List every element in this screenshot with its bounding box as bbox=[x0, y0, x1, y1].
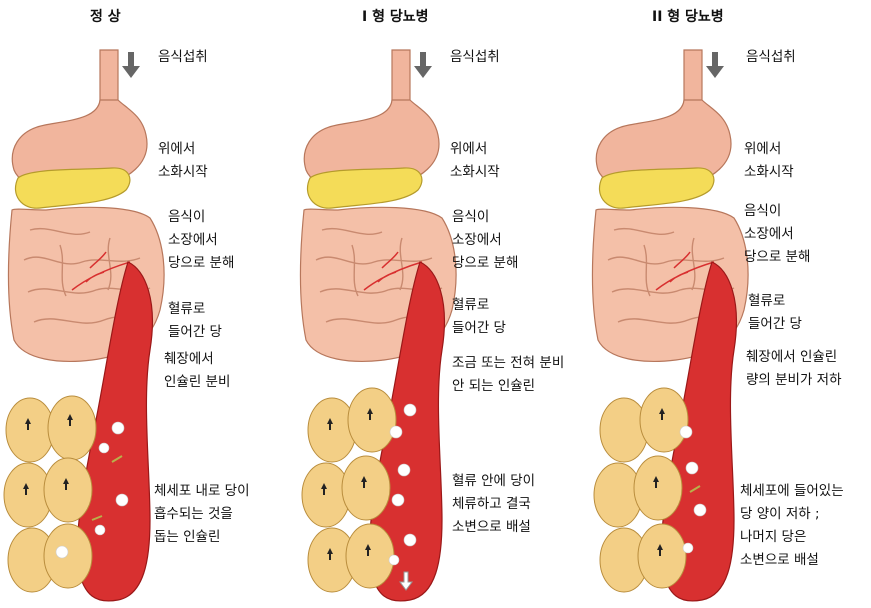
caption-stomach: 위에서 소화시작 bbox=[158, 138, 208, 184]
caption-blood: 혈류로 들어간 당 bbox=[748, 290, 802, 336]
caption-pancreas: 조금 또는 전혀 분비 안 되는 인슐린 bbox=[452, 352, 564, 398]
panel-type2: II 형 당뇨병 음식섭취 위에서 소화시작 음식이 소장에서 당으로 분해 혈… bbox=[584, 0, 871, 608]
intake-arrow-icon bbox=[414, 52, 432, 78]
caption-stomach: 위에서 소화시작 bbox=[744, 138, 794, 184]
caption-intestine: 음식이 소장에서 당으로 분해 bbox=[168, 206, 234, 275]
caption-cells: 혈류 안에 당이 체류하고 결국 소변으로 배설 bbox=[452, 470, 535, 539]
body-cells bbox=[4, 396, 96, 592]
pancreas bbox=[307, 168, 421, 208]
caption-intake: 음식섭취 bbox=[746, 46, 796, 69]
intake-arrow-icon bbox=[122, 52, 140, 78]
caption-pancreas: 췌장에서 인슐린 량의 분비가 저하 bbox=[746, 346, 842, 392]
intake-arrow-icon bbox=[706, 52, 724, 78]
caption-pancreas: 췌장에서 인슐린 분비 bbox=[164, 348, 230, 394]
caption-intake: 음식섭취 bbox=[450, 46, 500, 69]
caption-blood: 혈류로 들어간 당 bbox=[168, 298, 222, 344]
panel-normal: 정 상 음식섭취 위에서 소화시작 음식이 소장에서 당으로 분해 혈류로 들어… bbox=[0, 0, 290, 608]
body-cells bbox=[302, 388, 396, 592]
panel-title: 정 상 bbox=[90, 6, 121, 26]
digestion-illustration bbox=[292, 0, 582, 608]
caption-cells: 체세포 내로 당이 흡수되는 것을 돕는 인슐린 bbox=[154, 480, 250, 549]
panel-type1: I 형 당뇨병 음식섭취 위에서 소화시작 음식이 소장에서 당으로 분해 혈류… bbox=[292, 0, 582, 608]
caption-cells: 체세포에 들어있는 당 양이 저하 ; 나머지 당은 소변으로 배설 bbox=[740, 480, 844, 572]
pancreas bbox=[15, 168, 129, 208]
body-cells bbox=[594, 388, 688, 592]
pancreas bbox=[599, 168, 713, 208]
panel-title: I 형 당뇨병 bbox=[362, 6, 428, 26]
caption-intestine: 음식이 소장에서 당으로 분해 bbox=[744, 200, 810, 269]
caption-intake: 음식섭취 bbox=[158, 46, 208, 69]
caption-stomach: 위에서 소화시작 bbox=[450, 138, 500, 184]
panel-title: II 형 당뇨병 bbox=[652, 6, 724, 26]
caption-blood: 혈류로 들어간 당 bbox=[452, 294, 506, 340]
caption-intestine: 음식이 소장에서 당으로 분해 bbox=[452, 206, 518, 275]
